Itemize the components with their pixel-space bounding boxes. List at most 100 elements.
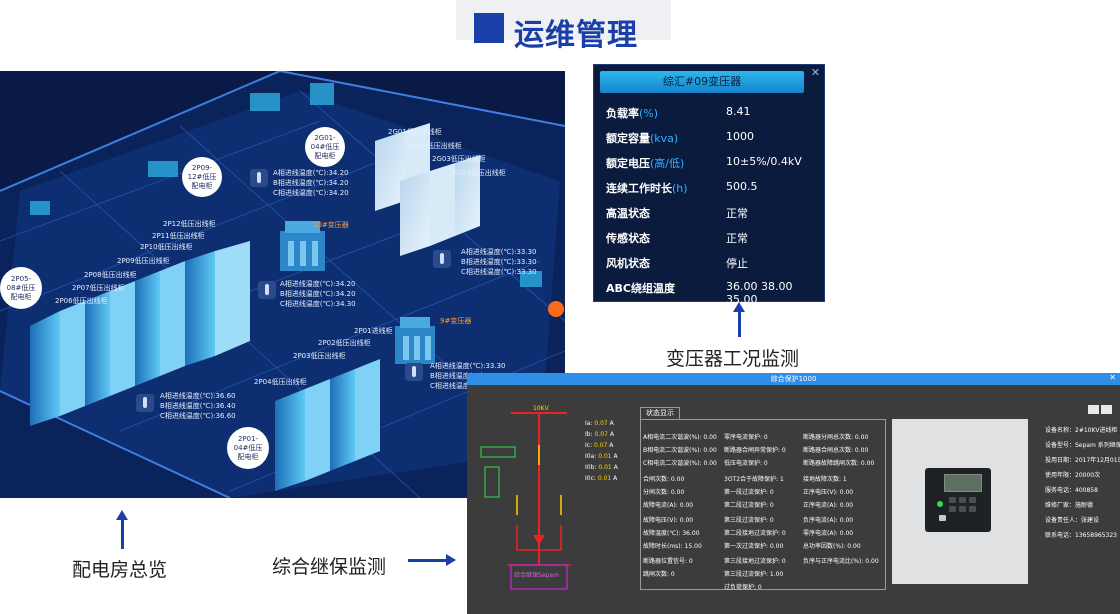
device-key xyxy=(949,497,956,503)
room-bubble-2g[interactable]: 2G01-04#低压配电柜 xyxy=(305,127,345,167)
status-item: 断路器合闸总次数: 0.00 xyxy=(803,447,869,454)
relay-window-title: 综合保护1000 xyxy=(467,373,1120,385)
device-info: 联系电话：13658965323 xyxy=(1045,532,1117,539)
room-bubble-2p01[interactable]: 2P01-04#低压配电柜 xyxy=(227,427,269,469)
caption-room: 配电房总览 xyxy=(72,559,168,581)
status-item: 正序电压(V): 0.00 xyxy=(803,489,854,496)
status-item: 断路器位置信号: 0 xyxy=(643,558,693,565)
distribution-room-3d-view[interactable]: 2G01-04#低压配电柜 2P09-12#低压配电柜 2P05-08#低压配电… xyxy=(0,71,565,498)
cabinet-label: 2G03低压出线柜 xyxy=(432,155,486,163)
status-item: 零序电流(A): 0.00 xyxy=(803,530,854,537)
room-bubble-2p05[interactable]: 2P05-08#低压配电柜 xyxy=(0,267,42,309)
device-info: 使用年限：20000次 xyxy=(1045,472,1101,479)
status-item: 故障温度(℃): 36.00 xyxy=(643,530,700,537)
measure-row: I0a: 0.01 A xyxy=(585,453,618,460)
relay-device-screen xyxy=(944,474,982,492)
transformer-popup-title: 综汇#09变压器 xyxy=(600,71,804,93)
status-led-icon xyxy=(937,501,943,507)
status-item: 第二段接地过流保护: 0 xyxy=(724,530,786,537)
transformer-row: ABC绕组温度 36.00 38.00 35.00 xyxy=(606,280,793,306)
status-item: 低压电流保护: 0 xyxy=(724,460,768,467)
device-info: 维修厂家：施耐德 xyxy=(1045,502,1094,509)
status-item: 第三段过流保护: 1.00 xyxy=(724,571,784,578)
status-item: 第二段过流保护: 0 xyxy=(724,502,774,509)
status-panel: A相电流二次谐波(%): 0.00 B相电流二次谐波(%): 0.00 C相电流… xyxy=(640,419,886,591)
transformer-row: 传感状态 正常 xyxy=(606,232,748,245)
relay-monitor-window: 综合保护1000 ✕ 10KV 综合继保Sepam Ia: 0.07 A Ib:… xyxy=(467,373,1120,614)
status-item: 故障电压(V): 0.00 xyxy=(643,517,694,524)
status-item: 第一次过流保护: 0.00 xyxy=(724,543,784,550)
measure-row: Ia: 0.07 A xyxy=(585,420,614,427)
window-controls[interactable] xyxy=(1086,399,1112,418)
status-item: 故障电流(A): 0.00 xyxy=(643,502,694,509)
measure-row: Ib: 0.07 A xyxy=(585,431,614,438)
close-icon[interactable]: ✕ xyxy=(1109,373,1116,382)
transformer-row: 风机状态 停止 xyxy=(606,257,748,270)
status-item: 过负荷保护: 0 xyxy=(724,584,762,591)
status-item: 正序电流(A): 0.00 xyxy=(803,502,854,509)
arrow-shaft xyxy=(121,519,124,549)
device-key xyxy=(959,497,966,503)
measure-row: Ic: 0.07 A xyxy=(585,442,614,449)
status-item: 分闸次数: 0.00 xyxy=(643,489,685,496)
arrow-up-icon xyxy=(733,302,745,312)
single-line-diagram xyxy=(480,412,571,590)
status-item: C相电流二次谐波(%): 0.00 xyxy=(643,460,717,467)
status-item: 断路器分闸总次数: 0.00 xyxy=(803,434,869,441)
cabinet-label: 2P08低压出线柜 xyxy=(84,271,137,279)
status-item: 接地故障次数: 1 xyxy=(803,476,847,483)
cabinet-label: 2P07低压出线柜 xyxy=(72,284,125,292)
device-key xyxy=(949,506,956,512)
status-item: A相电流二次谐波(%): 0.00 xyxy=(643,434,717,441)
thermometer-icon xyxy=(136,394,154,412)
zoom-out-icon xyxy=(1101,405,1112,414)
room-bubble-2p09[interactable]: 2P09-12#低压配电柜 xyxy=(182,157,222,197)
transformer-10-label: 10#变压器 xyxy=(313,221,349,229)
transformer-popup: 综汇#09变压器 ✕ 负载率(%) 8.41 额定容量(kva) 1000 额定… xyxy=(593,64,825,306)
cabinet-label: 2P06低压出线柜 xyxy=(55,297,108,305)
cabinet-label: 2P04低压出线柜 xyxy=(254,378,307,386)
arrow-shaft xyxy=(738,311,741,337)
device-info: 服务电话：400858 xyxy=(1045,487,1098,494)
status-item: 负序与正序电流比(%): 0.00 xyxy=(803,558,879,565)
status-item: 第三段接地过流保护: 0 xyxy=(724,558,786,565)
status-item: 零序电流保护: 0 xyxy=(724,434,768,441)
status-item: 断路器合闸异常保护: 0 xyxy=(724,447,786,454)
status-item: 跳闸次数: 0 xyxy=(643,571,675,578)
status-item: 断路器故障跳闸次数: 0.00 xyxy=(803,460,875,467)
transformer-row: 额定电压(高/低) 10±5%/0.4kV xyxy=(606,155,802,170)
relay-voltage: 10KV xyxy=(533,405,549,412)
cabinet-label: 2G01低压出线柜 xyxy=(388,128,442,136)
close-icon[interactable]: ✕ xyxy=(810,66,820,79)
status-item: 3OT2合于故障保护: 1 xyxy=(724,476,784,483)
cabinet-label: 2P10低压出线柜 xyxy=(140,243,193,251)
tab-status-display[interactable]: 状态显示 xyxy=(640,407,680,419)
arrow-up-icon xyxy=(116,510,128,520)
transformer-row: 负载率(%) 8.41 xyxy=(606,105,751,120)
header-square-icon xyxy=(474,13,504,43)
status-item: 负序电流(A): 0.00 xyxy=(803,517,854,524)
thermometer-icon xyxy=(433,250,451,268)
device-key xyxy=(969,497,976,503)
cabinet-label: 2P03低压出线柜 xyxy=(293,352,346,360)
measure-row: I0c: 0.01 A xyxy=(585,475,618,482)
transformer-row: 连续工作时长(h) 500.5 xyxy=(606,180,758,195)
status-item: 第三段过流保护: 0 xyxy=(724,517,774,524)
page-title: 运维管理 xyxy=(514,18,638,53)
relay-device-box: 综合继保Sepam xyxy=(514,572,559,579)
cabinet-label: 2G04低压出线柜 xyxy=(452,169,506,177)
transformer-row: 额定容量(kva) 1000 xyxy=(606,130,754,145)
thermometer-icon xyxy=(250,169,268,187)
status-item: 总功率因数(%): 0.00 xyxy=(803,543,861,550)
cabinet-label: 2G02低压出线柜 xyxy=(408,142,462,150)
device-info: 投用日期：2017年12月01日 xyxy=(1045,457,1120,464)
status-item: 故障时长(ms): 15.00 xyxy=(643,543,702,550)
device-key xyxy=(969,506,976,512)
device-key xyxy=(939,515,946,521)
caption-relay: 综合继保监测 xyxy=(272,556,387,578)
cabinet-label: 2P09低压出线柜 xyxy=(117,257,170,265)
